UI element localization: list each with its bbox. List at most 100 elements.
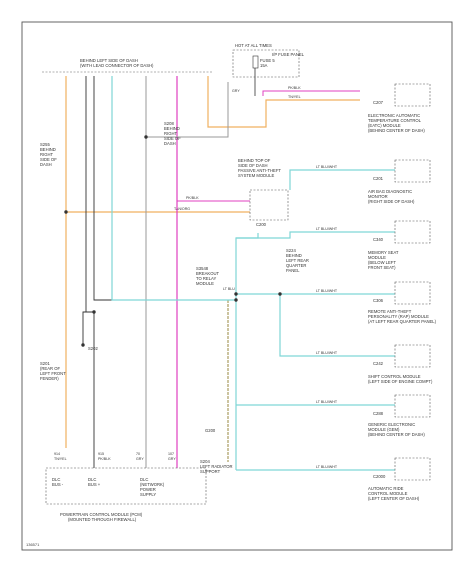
g200-label: G200	[205, 428, 216, 433]
module-connector: C201	[373, 176, 384, 181]
s224-label-3: LEFT REAR	[286, 258, 309, 263]
module-connector: C340	[373, 237, 384, 242]
s208-label-1: S208	[164, 121, 174, 126]
module-label-line2: CONTROL MODULE	[368, 491, 408, 496]
module-connector: C306	[373, 298, 384, 303]
s224-label-2: BEHIND	[286, 253, 302, 258]
splice-dot	[64, 210, 68, 214]
wire-color-pk-bk: PK/BLK	[98, 457, 111, 461]
s3548-label-4: MODULE	[196, 281, 214, 286]
wire-orange-top-right	[207, 76, 360, 128]
module-label-line3: (BELOW LEFT	[368, 260, 396, 265]
wire-number-107: 107	[168, 452, 174, 456]
connector-location-line-1: BEHIND LEFT SIDE OF DASH	[80, 58, 138, 63]
module-label-title: MEMORY SEAT	[368, 250, 399, 255]
wire-label-airbag: LT BLU/WHT	[316, 165, 338, 169]
fuse-panel-label: I/P FUSE PANEL	[272, 52, 305, 57]
dlc-bus-plus-label-1: DLC	[88, 477, 96, 482]
diagram-border	[21, 21, 453, 551]
module-label-line3: (AT LEFT REAR QUARTER PANEL)	[368, 319, 437, 324]
wire-label-lt-blu: LT BLU	[223, 287, 235, 291]
splice-dot	[92, 310, 96, 314]
dlc-bus-plus-label-2: BUS +	[88, 482, 101, 487]
module-label-title: GENERIC ELECTRONIC	[368, 422, 415, 427]
passive-anti-theft-module: BEHIND TOP OF SIDE OF DASH PASSIVE ANTI-…	[238, 158, 289, 227]
wire-label-gy: GRY	[232, 89, 240, 93]
pcm-block: DLC BUS - DLC BUS + DLC (NETWORK) POWER …	[45, 467, 207, 522]
module-box	[394, 394, 431, 418]
passive-label-2: SIDE OF DASH	[238, 163, 268, 168]
s204-label-1: S204	[200, 459, 210, 464]
module-box	[394, 344, 431, 368]
wire-number-70: 70	[136, 452, 140, 456]
wire-black-3	[82, 311, 94, 345]
wire-label-pink: PK/BLK	[186, 196, 199, 200]
s208-label-5: DASH	[164, 141, 176, 146]
s204-label-3: SUPPORT	[200, 469, 221, 474]
splice-dot	[234, 292, 238, 296]
module-label-line2: PERSONALITY (RAP) MODULE	[368, 314, 429, 319]
wire-label-gem: LT BLU/WHT	[316, 400, 338, 404]
fuse-icon	[252, 55, 259, 69]
module-label-line2: (LEFT SIDE OF ENGINE COMPT)	[368, 379, 433, 384]
wire-cyan-main	[111, 76, 259, 301]
wire-label-tn-or: TAN/ORG	[174, 207, 190, 211]
s224-label-5: PANEL	[286, 268, 300, 273]
s255-label-4: SIDE OF	[40, 157, 57, 162]
fuse-amps: 15A	[260, 63, 268, 68]
module-label-line4: FRONT SEAT)	[368, 265, 396, 270]
splice-dot	[278, 292, 282, 296]
s202-label: S202	[88, 346, 98, 351]
wire-black-1	[85, 76, 95, 468]
s201-label-1: S201	[40, 361, 50, 366]
module-connector: C242	[373, 361, 384, 366]
module-box	[394, 281, 431, 305]
module-box	[394, 83, 431, 107]
s255-label-3: RIGHT	[40, 152, 53, 157]
s3548-label-2: BREAKOUT	[196, 271, 219, 276]
module-label-line3: (RIGHT SIDE OF DASH)	[368, 199, 415, 204]
pcm-label-1: POWERTRAIN CONTROL MODULE (PCM)	[60, 512, 143, 517]
module-label-title: SHIFT CONTROL MODULE	[368, 374, 421, 379]
dlc-power-label-3: POWER	[140, 487, 156, 492]
hot-at-all-times-label: HOT AT ALL TIMES	[235, 43, 272, 48]
module-label-line2: MODULE (GEM)	[368, 427, 400, 432]
module-connector: C2000	[373, 474, 386, 479]
s3548-label-3: TO RELAY	[196, 276, 217, 281]
dlc-bus-minus-label-1: DLC	[52, 477, 60, 482]
dlc-power-label-1: DLC	[140, 477, 148, 482]
s224-label-1: S224	[286, 248, 296, 253]
passive-label-4: SYSTEM MODULE	[238, 173, 275, 178]
wire-cyan-memory	[236, 231, 395, 239]
s3548-label-1: S3548	[196, 266, 209, 271]
s201-label-4: FENDER)	[40, 376, 59, 381]
wire-color-gy: GRY	[136, 457, 144, 461]
module-label-title: AUTOMATIC RIDE	[368, 486, 404, 491]
module-label-line2: MODULE	[368, 255, 386, 260]
wire-gray-branch	[146, 82, 229, 138]
module-label-line3: (EATC) MODULE	[368, 123, 401, 128]
wire-number-915: 915	[98, 452, 104, 456]
s208-label-3: RIGHT	[164, 131, 177, 136]
s255-label-5: DASH	[40, 162, 52, 167]
passive-label-3: PASSIVE ANTI-THEFT	[238, 168, 281, 173]
module-label-line4: (BEHIND CENTER OF DASH)	[368, 128, 425, 133]
connector-location-line-2: (WITH LEAD CONNECTOR OF DASH)	[80, 63, 154, 68]
wire-label-memory: LT BLU/WHT	[316, 227, 338, 231]
module-connector: C288	[373, 411, 384, 416]
s255-label-2: BEHIND	[40, 147, 56, 152]
s255-label-1: S255	[40, 142, 50, 147]
passive-label-1: BEHIND TOP OF	[238, 158, 271, 163]
module-label-title: AIR BAG DIAGNOSTIC	[368, 189, 412, 194]
wire-color-tn-ye: TN/YEL	[54, 457, 67, 461]
module-box	[394, 159, 431, 183]
figure-id: 136571	[26, 542, 40, 547]
s204-label-2: LEFT RADIATOR	[200, 464, 233, 469]
passive-connector: C200	[256, 222, 267, 227]
splice-dot	[144, 135, 148, 139]
